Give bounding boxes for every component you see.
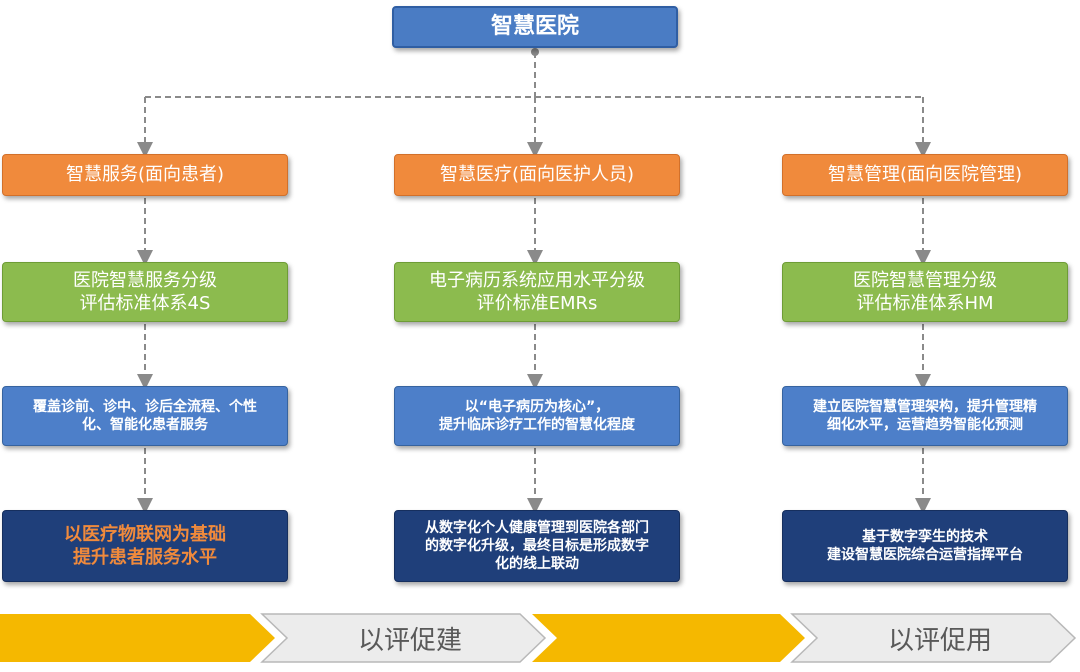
- chevron-gray-1: [260, 613, 547, 663]
- goal-management: 基于数字孪生的技术建设智慧医院综合运营指挥平台: [782, 510, 1068, 582]
- standard-management: 医院智慧管理分级评估标准体系HM: [782, 262, 1068, 322]
- goal-line: 基于数字孪生的技术: [862, 528, 988, 545]
- goal-line: 从数字化个人健康管理到医院各部门: [425, 519, 649, 536]
- focus-medical: 以“电子病历为核心”， 提升临床诊疗工作的智慧化程度: [394, 386, 680, 446]
- focus-line: 覆盖诊前、诊中、诊后全流程、个性: [33, 398, 257, 415]
- chevron-yellow-2: [532, 614, 805, 662]
- standard-line: 评价标准EMRs: [476, 293, 598, 314]
- standard-line: 医院智慧管理分级: [853, 269, 997, 291]
- focus-line: 以“电子病历为核心”，: [464, 398, 610, 415]
- standard-line: 医院智慧服务分级: [73, 269, 217, 291]
- standard-line: 评估标准体系HM: [856, 293, 994, 314]
- focus-line: 化、智能化患者服务: [82, 417, 208, 433]
- category-medical: 智慧医疗(面向医护人员): [394, 154, 680, 196]
- focus-line: 细化水平，运营趋势智能化预测: [827, 417, 1023, 433]
- focus-management: 建立医院智慧管理架构，提升管理精细化水平，运营趋势智能化预测: [782, 386, 1068, 446]
- standard-medical: 电子病历系统应用水平分级评价标准EMRs: [394, 262, 680, 322]
- category-service: 智慧服务(面向患者): [2, 154, 288, 196]
- goal-service: 以医疗物联网为基础提升患者服务水平: [2, 510, 288, 582]
- root-title: 智慧医院: [392, 6, 678, 48]
- focus-line: 提升临床诊疗工作的智慧化程度: [439, 417, 635, 433]
- chevron-gray-2: [790, 613, 1077, 663]
- standard-service: 医院智慧服务分级评估标准体系4S: [2, 262, 288, 322]
- banner-label-use: 以评促用: [887, 625, 992, 656]
- standard-line: 评估标准体系4S: [79, 293, 211, 314]
- goal-line: 化的线上联动: [495, 556, 579, 573]
- chevron-yellow-1: [0, 614, 275, 662]
- category-management: 智慧管理(面向医院管理): [782, 154, 1068, 196]
- goal-line: 的数字化升级，最终目标是形成数字: [425, 537, 649, 554]
- goal-line: 提升患者服务水平: [73, 547, 217, 568]
- focus-line: 建立医院智慧管理架构，提升管理精: [813, 398, 1037, 415]
- goal-line: 以医疗物联网为基础: [64, 523, 226, 545]
- goal-line: 建设智慧医院综合运营指挥平台: [827, 547, 1023, 563]
- banner-label-build: 以评促建: [357, 625, 462, 656]
- goal-medical: 从数字化个人健康管理到医院各部门的数字化升级，最终目标是形成数字化的线上联动: [394, 510, 680, 582]
- chevron-banner: [0, 613, 1077, 663]
- focus-service: 覆盖诊前、诊中、诊后全流程、个性化、智能化患者服务: [2, 386, 288, 446]
- standard-line: 电子病历系统应用水平分级: [429, 269, 645, 291]
